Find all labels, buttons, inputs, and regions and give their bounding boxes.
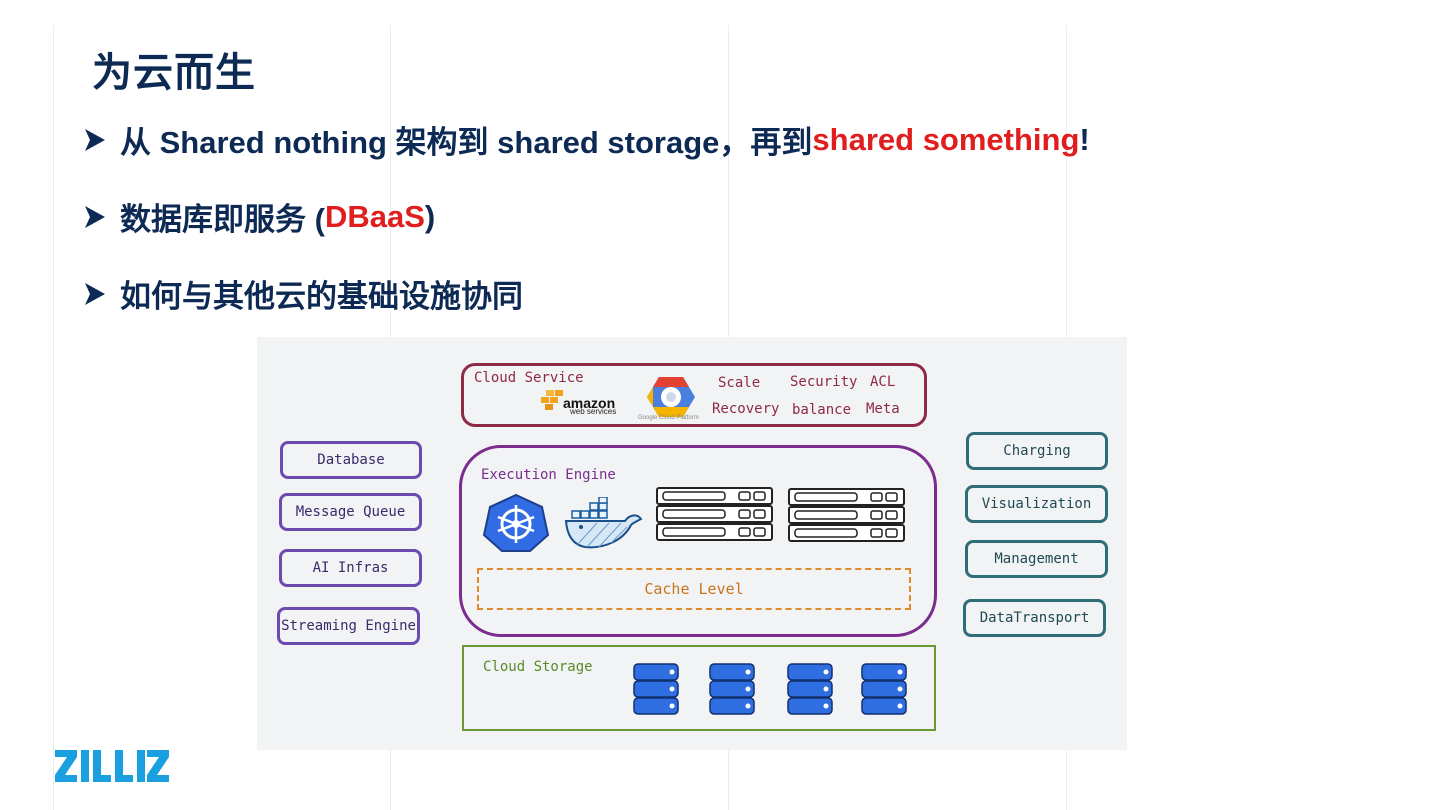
feature-meta: Meta (866, 401, 900, 417)
feature-acl: ACL (870, 374, 895, 390)
cache-level-box: Cache Level (477, 568, 911, 610)
streaming-engine-box: Streaming Engine (277, 607, 420, 645)
bullet-text: 数据库即服务 ( (120, 194, 325, 239)
slide-title: 为云而生 (92, 40, 256, 98)
database-cylinder-icon (708, 662, 758, 718)
arrowhead-icon (82, 204, 108, 230)
grid-line (53, 25, 54, 810)
datatransport-box: DataTransport (963, 599, 1106, 637)
bullet-highlight: DBaaS (325, 199, 425, 235)
zilliz-logo (55, 748, 169, 784)
bullet-highlight: shared something (812, 122, 1079, 158)
arrowhead-icon (82, 127, 108, 153)
ai-infras-box: AI Infras (279, 549, 422, 587)
database-box: Database (280, 441, 422, 479)
feature-security: Security (790, 374, 857, 390)
database-cylinder-icon (860, 662, 910, 718)
arrowhead-icon (82, 281, 108, 307)
bullet-text: 如何与其他云的基础设施协同 (120, 271, 523, 316)
feature-scale: Scale (718, 375, 760, 391)
aws-logo-subtext: web services (570, 407, 616, 416)
bullet-item: 数据库即服务 (DBaaS) (82, 194, 435, 239)
management-box: Management (965, 540, 1108, 578)
bullet-suffix: ! (1079, 122, 1089, 158)
database-cylinder-icon (786, 662, 836, 718)
bullet-suffix: ) (425, 199, 435, 235)
kubernetes-icon (481, 493, 551, 553)
gcp-logo-text: Google Cloud Platform (638, 415, 699, 421)
bullet-item: 从 Shared nothing 架构到 shared storage，再到 s… (82, 117, 1090, 162)
bullet-item: 如何与其他云的基础设施协同 (82, 271, 523, 316)
server-rack-icon (787, 487, 907, 543)
docker-icon (563, 497, 645, 553)
google-cloud-icon (645, 373, 697, 419)
bullet-text: 从 Shared nothing 架构到 shared storage，再到 (120, 117, 812, 162)
server-rack-icon (655, 486, 775, 542)
architecture-diagram: Cloud Service amazon web services Google… (257, 337, 1127, 750)
visualization-box: Visualization (965, 485, 1108, 523)
charging-box: Charging (966, 432, 1108, 470)
cloud-storage-label: Cloud Storage (483, 659, 593, 675)
database-cylinder-icon (632, 662, 682, 718)
feature-recovery: Recovery (712, 401, 779, 417)
execution-engine-label: Execution Engine (481, 467, 616, 483)
message-queue-box: Message Queue (279, 493, 422, 531)
feature-balance: balance (792, 402, 851, 418)
